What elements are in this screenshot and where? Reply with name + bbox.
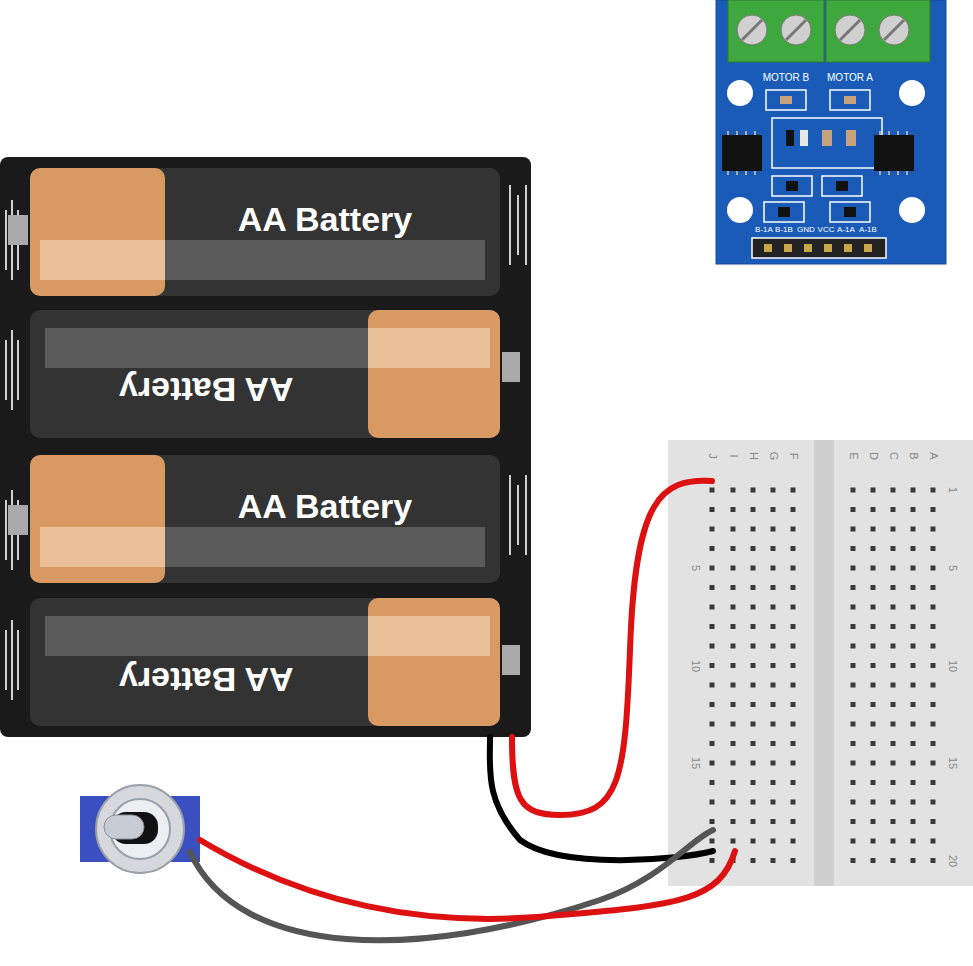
pin-label: B-1B (775, 226, 793, 234)
row-number: 1 (947, 487, 958, 493)
battery-cell: AA Battery (45, 350, 368, 428)
pin-label: B-1A (755, 226, 773, 234)
column-letter: E (848, 452, 859, 459)
row-number: 20 (947, 854, 958, 866)
pin-label: A-1A (837, 226, 855, 234)
row-number: 15 (947, 757, 958, 769)
battery-holder (0, 157, 531, 737)
column-letter: C (888, 452, 899, 460)
motor-driver-board (716, 0, 946, 264)
column-letter: H (748, 452, 759, 460)
column-letter: B (908, 452, 919, 459)
wires (190, 481, 735, 941)
battery-label: AA Battery (119, 660, 293, 699)
battery-cell: AA Battery (165, 180, 485, 258)
battery-label: AA Battery (238, 200, 412, 239)
breadboard (668, 440, 973, 886)
row-number: 10 (947, 659, 958, 671)
column-letter: D (868, 452, 879, 460)
battery-label: AA Battery (238, 487, 412, 526)
toggle-switch (80, 785, 200, 873)
battery-label: AA Battery (119, 370, 293, 409)
row-number: 15 (690, 757, 701, 769)
column-letter: G (768, 452, 779, 461)
row-number: 5 (947, 565, 958, 571)
column-letter: I (728, 454, 739, 457)
column-letter: J (707, 453, 718, 459)
pin-label: GND (797, 226, 815, 234)
battery-cell: AA Battery (45, 640, 368, 718)
column-letter: A (928, 452, 939, 459)
row-number: 10 (690, 659, 701, 671)
battery-cell: AA Battery (165, 467, 485, 545)
column-letter: F (788, 453, 799, 460)
pin-label: VCC (818, 226, 835, 234)
row-number: 5 (690, 565, 701, 571)
terminal-label: MOTOR A (827, 73, 873, 83)
terminal-label: MOTOR B (763, 73, 809, 83)
pin-label: A-1B (859, 226, 877, 234)
